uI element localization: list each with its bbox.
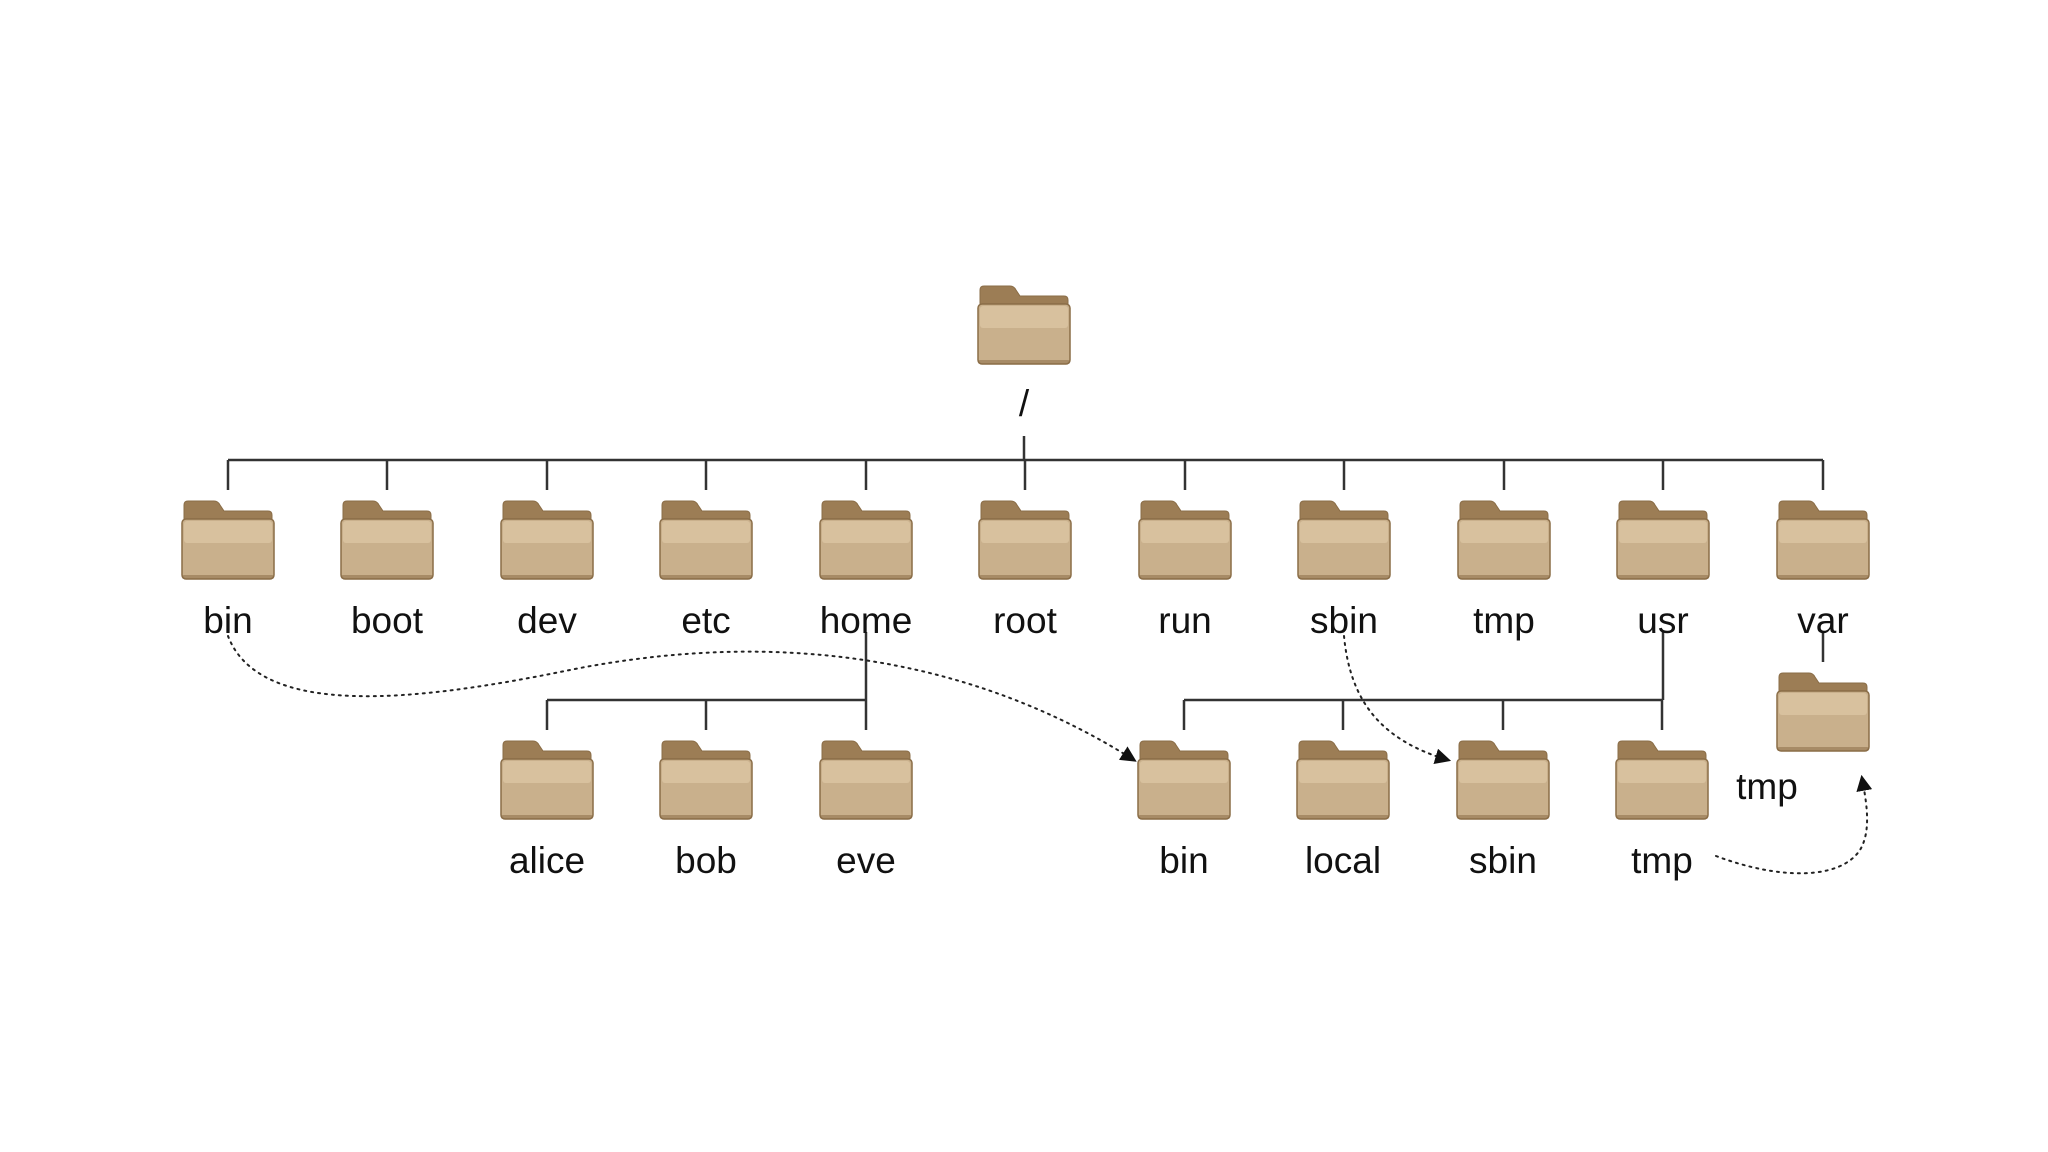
folder-icon [819,500,913,580]
folder-root[interactable]: / [934,282,1114,452]
folder-label: bin [203,600,253,641]
folder-label: run [1158,600,1212,641]
folder-usr[interactable]: usr [1573,497,1753,667]
folder-var-tmp[interactable]: tmp [1733,669,1913,839]
folder-label: local [1304,840,1382,881]
folder-icon [659,740,753,820]
folder-icon [500,500,594,580]
symlink-arrow-bin [227,635,1137,762]
folder-label: root [993,600,1057,641]
folder-bin[interactable]: bin [138,497,318,667]
folder-icon [819,740,913,820]
folder-label: tmp [1736,766,1798,807]
folder-label: alice [508,840,586,881]
folder-label: sbin [1310,600,1378,641]
folder-alice[interactable]: alice [457,737,637,907]
folder-label: bin [1159,840,1209,881]
folder-eve[interactable]: eve [776,737,956,907]
folder-icon [977,285,1071,365]
folder-icon [978,500,1072,580]
folder-label: var [1797,600,1849,641]
symlink-arrow-tmp [1715,774,1873,875]
folder-icon [1297,500,1391,580]
folder-usr-bin[interactable]: bin [1094,737,1274,907]
folder-home[interactable]: home [776,497,956,667]
folder-dev[interactable]: dev [457,497,637,667]
folder-label: dev [517,600,577,641]
folder-boot[interactable]: boot [297,497,477,667]
folder-icon [1616,500,1710,580]
folder-icon [340,500,434,580]
folder-label: / [1018,383,1030,424]
folder-icon [1457,500,1551,580]
folder-label: sbin [1469,840,1537,881]
folder-tmp[interactable]: tmp [1414,497,1594,667]
folder-icon [181,500,275,580]
folder-root-dir[interactable]: root [935,497,1115,667]
folder-icon [659,500,753,580]
folder-usr-sbin[interactable]: sbin [1413,737,1593,907]
folder-label: tmp [1631,840,1693,881]
folder-icon [1776,500,1870,580]
folder-bob[interactable]: bob [616,737,796,907]
folder-sbin[interactable]: sbin [1254,497,1434,667]
folder-icon [1456,740,1550,820]
folder-label: usr [1637,600,1689,641]
folder-icon [1138,500,1232,580]
folder-icon [1137,740,1231,820]
folder-label: home [819,600,913,641]
folder-etc[interactable]: etc [616,497,796,667]
folder-run[interactable]: run [1095,497,1275,667]
folder-label: etc [681,600,731,641]
folder-label: bob [675,840,737,881]
folder-label: eve [836,840,896,881]
folder-var[interactable]: var [1733,497,1913,667]
folder-label: boot [350,600,423,641]
folder-icon [500,740,594,820]
symlink-arrow-sbin [1343,635,1452,765]
folder-label: tmp [1473,600,1535,641]
folder-icon [1296,740,1390,820]
folder-icon [1615,740,1709,820]
folder-icon [1776,672,1870,752]
folder-usr-local[interactable]: local [1253,737,1433,907]
folder-usr-tmp[interactable]: tmp [1572,737,1752,907]
